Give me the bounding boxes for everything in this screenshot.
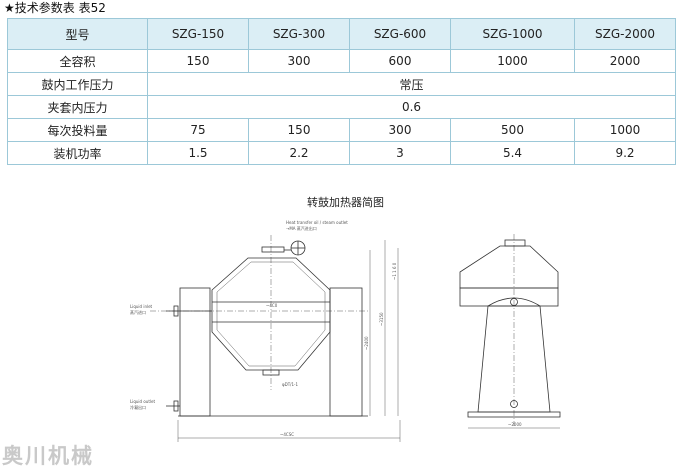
table-cell: 9.2 <box>574 141 676 165</box>
table-cell: 1.5 <box>147 141 249 165</box>
label-side-width: ~2000 <box>508 422 522 427</box>
table-cell: 5.4 <box>450 141 575 165</box>
label-drum-bottom: ~4C0 <box>266 303 278 308</box>
table-cell: 2.2 <box>248 141 350 165</box>
top-valve <box>261 246 285 253</box>
drum-outline <box>211 257 331 371</box>
table-cell: 150 <box>147 49 249 73</box>
spec-table: 型号 SZG-150 SZG-300 SZG-600 SZG-1000 SZG-… <box>7 18 676 165</box>
table-row: 装机功率 1.5 2.2 3 5.4 9.2 <box>7 141 676 165</box>
label-liquid-outlet-cn: 冷凝出口 <box>130 404 146 410</box>
front-right-support <box>329 287 363 417</box>
row-label-jacket-pressure: 夹套内压力 <box>7 95 148 119</box>
side-top-shell <box>459 245 559 289</box>
table-cell-spanned: 0.6 <box>147 95 676 119</box>
table-row: 每次投料量 75 150 300 500 1000 <box>7 118 676 142</box>
front-left-support <box>179 287 211 417</box>
table-cell: 1000 <box>450 49 575 73</box>
side-top-nozzle <box>504 239 526 247</box>
table-caption: ★技术参数表 表52 <box>4 1 106 15</box>
row-label-drum-pressure: 鼓内工作压力 <box>7 72 148 96</box>
table-cell: 3 <box>349 141 451 165</box>
label-liquid-outlet: Liquid outlet <box>130 399 155 404</box>
header-cell-szg300: SZG-300 <box>248 18 350 50</box>
drum-inner-outline <box>216 261 326 367</box>
dryer-schematic-drawing: Heat transfer oil / steam outlet →MA 蒸汽进… <box>130 220 561 442</box>
table-cell: 300 <box>248 49 350 73</box>
header-cell-szg1000: SZG-1000 <box>450 18 575 50</box>
label-overall-width: ~4CSC <box>280 432 294 437</box>
watermark-logo: 奥川机械 <box>2 444 94 468</box>
table-row: 夹套内压力 0.6 <box>7 95 676 119</box>
side-shell-band <box>459 287 559 307</box>
header-cell-model: 型号 <box>7 18 148 50</box>
table-row: 鼓内工作压力 常压 <box>7 72 676 96</box>
drawing-title: 转鼓加热器简图 <box>307 196 384 209</box>
label-top-note: Heat transfer oil / steam outlet <box>286 220 348 225</box>
row-label-total-volume: 全容积 <box>7 49 148 73</box>
table-cell: 150 <box>248 118 350 142</box>
label-top-note-cn: →MA 蒸汽进出口 <box>286 225 317 231</box>
label-height-inner: ~2400 <box>364 336 369 350</box>
row-label-power: 装机功率 <box>7 141 148 165</box>
table-cell: 500 <box>450 118 575 142</box>
header-cell-szg2000: SZG-2000 <box>574 18 676 50</box>
table-cell: 2000 <box>574 49 676 73</box>
header-cell-szg150: SZG-150 <box>147 18 249 50</box>
label-liquid-inlet: Liquid inlet <box>130 304 153 309</box>
table-cell: 600 <box>349 49 451 73</box>
header-cell-szg600: SZG-600 <box>349 18 451 50</box>
label-height-total: ~3150 <box>379 312 384 326</box>
label-liquid-inlet-cn: 蒸汽进口 <box>130 309 146 315</box>
table-cell: 75 <box>147 118 249 142</box>
label-discharge: φDT/1-1 <box>282 382 298 387</box>
label-vertical-top: ~1 1 6 0 <box>392 262 397 280</box>
table-cell: 300 <box>349 118 451 142</box>
table-cell-spanned: 常压 <box>147 72 676 96</box>
table-cell: 1000 <box>574 118 676 142</box>
table-row: 全容积 150 300 600 1000 2000 <box>7 49 676 73</box>
row-label-batch-load: 每次投料量 <box>7 118 148 142</box>
table-header-row: 型号 SZG-150 SZG-300 SZG-600 SZG-1000 SZG-… <box>7 18 676 50</box>
